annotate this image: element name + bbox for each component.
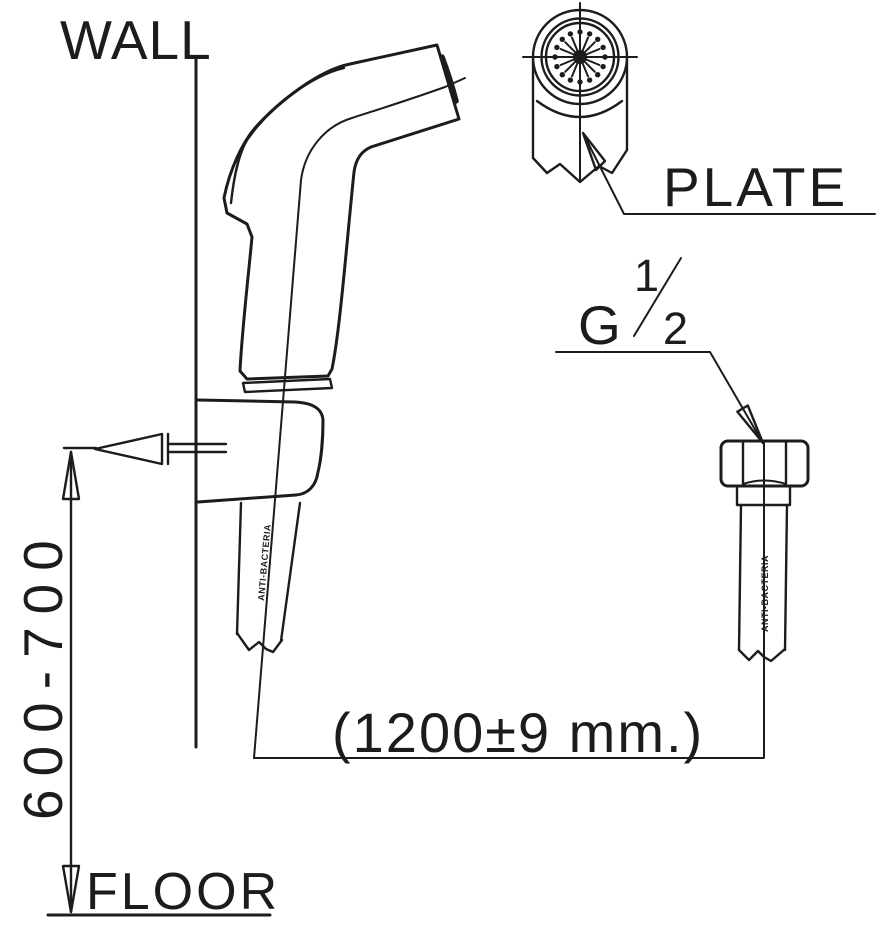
wall-holder-bracket — [196, 398, 325, 504]
hex-nut-facets — [741, 441, 788, 486]
hose-left-edge — [235, 501, 243, 636]
fraction-slash — [633, 257, 682, 337]
thread-numerator: 1 — [634, 250, 659, 301]
wall-label: WALL — [60, 9, 212, 71]
sprayer-back-inner-curve — [229, 66, 346, 205]
hose-marking-text-right: ANTI-BACTERIA — [760, 555, 770, 632]
plate-surface-arc — [535, 99, 624, 119]
mounting-height-dimension-lines — [61, 446, 98, 914]
hose-length-dimension: (1200±9 mm.) — [332, 701, 704, 764]
dimension-arrow-up-icon — [61, 450, 81, 501]
thread-leader — [555, 351, 765, 445]
hex-nut-chamfer — [742, 479, 787, 485]
hose-connector-side-view: ANTI-BACTERIA — [719, 439, 810, 759]
plate-body-sides — [531, 58, 629, 160]
floor-label: FLOOR — [86, 863, 280, 921]
sprayer-side-view — [222, 43, 466, 759]
plate-leader — [581, 131, 876, 215]
connector-hose-edges — [737, 503, 789, 652]
thread-prefix: G — [578, 294, 622, 356]
thread-leader-arrow-icon — [736, 404, 765, 445]
plate-label: PLATE — [663, 156, 848, 218]
thread-denominator: 2 — [663, 303, 688, 354]
connector-neck — [735, 484, 792, 507]
spray-spokes-icon — [558, 35, 602, 79]
sprayer-centerline — [253, 77, 466, 759]
thread-size-label: G 1 2 — [578, 250, 688, 356]
hose-right-edge — [279, 501, 302, 643]
wall-hook — [93, 432, 228, 466]
handle-collar — [241, 377, 334, 394]
hook-pin — [166, 442, 228, 454]
nozzle-aperture — [439, 54, 459, 104]
dimension-arrow-down-icon — [61, 864, 81, 914]
connector-hose-break — [737, 647, 787, 663]
plate-leader-line — [582, 132, 876, 215]
thread-leader-line — [555, 351, 761, 439]
spray-nozzle-dots — [552, 29, 608, 85]
mounting-height-dimension: 600-700 — [12, 527, 74, 820]
sprayer-top-view — [522, 2, 638, 184]
hook-cone — [93, 432, 164, 466]
plate-leader-arrow-icon — [581, 131, 607, 172]
plate-break-symbol — [531, 148, 629, 184]
hose-break-symbol — [235, 631, 284, 654]
